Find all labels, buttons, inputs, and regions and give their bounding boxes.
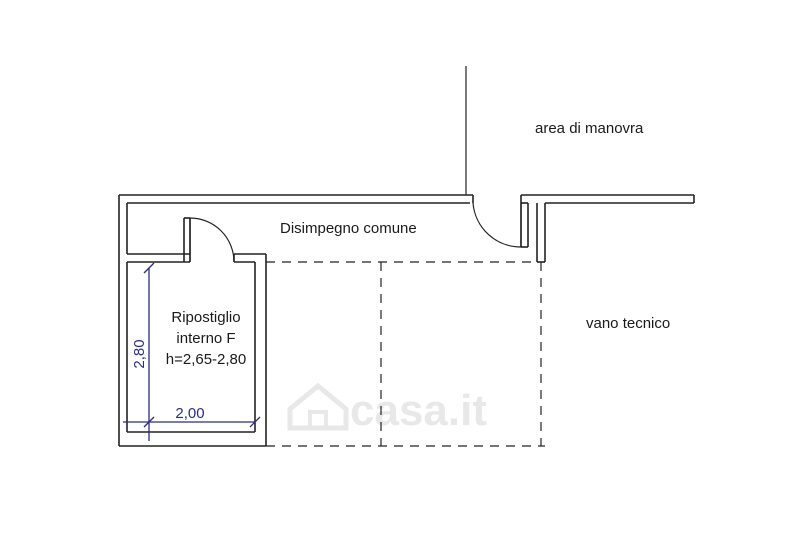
ripostiglio-height-label: h=2,65-2,80: [166, 351, 247, 368]
vano-tecnico-label: vano tecnico: [586, 315, 670, 332]
area-manovra-label: area di manovra: [535, 120, 644, 137]
ripostiglio-label-line2: interno F: [176, 330, 235, 347]
watermark-text: casa.it: [350, 386, 487, 435]
watermark: casa.it: [287, 382, 487, 435]
door-ripostiglio: [189, 217, 235, 263]
disimpegno-label: Disimpegno comune: [280, 220, 417, 237]
door-main: [472, 202, 522, 248]
house-icon: [287, 382, 349, 431]
dimension-lines: [123, 262, 261, 441]
width-dimension: 2,00: [175, 405, 204, 422]
ripostiglio-label-line1: Ripostiglio: [171, 309, 240, 326]
dashed-outline: [266, 261, 545, 447]
depth-dimension: 2,80: [131, 339, 148, 368]
